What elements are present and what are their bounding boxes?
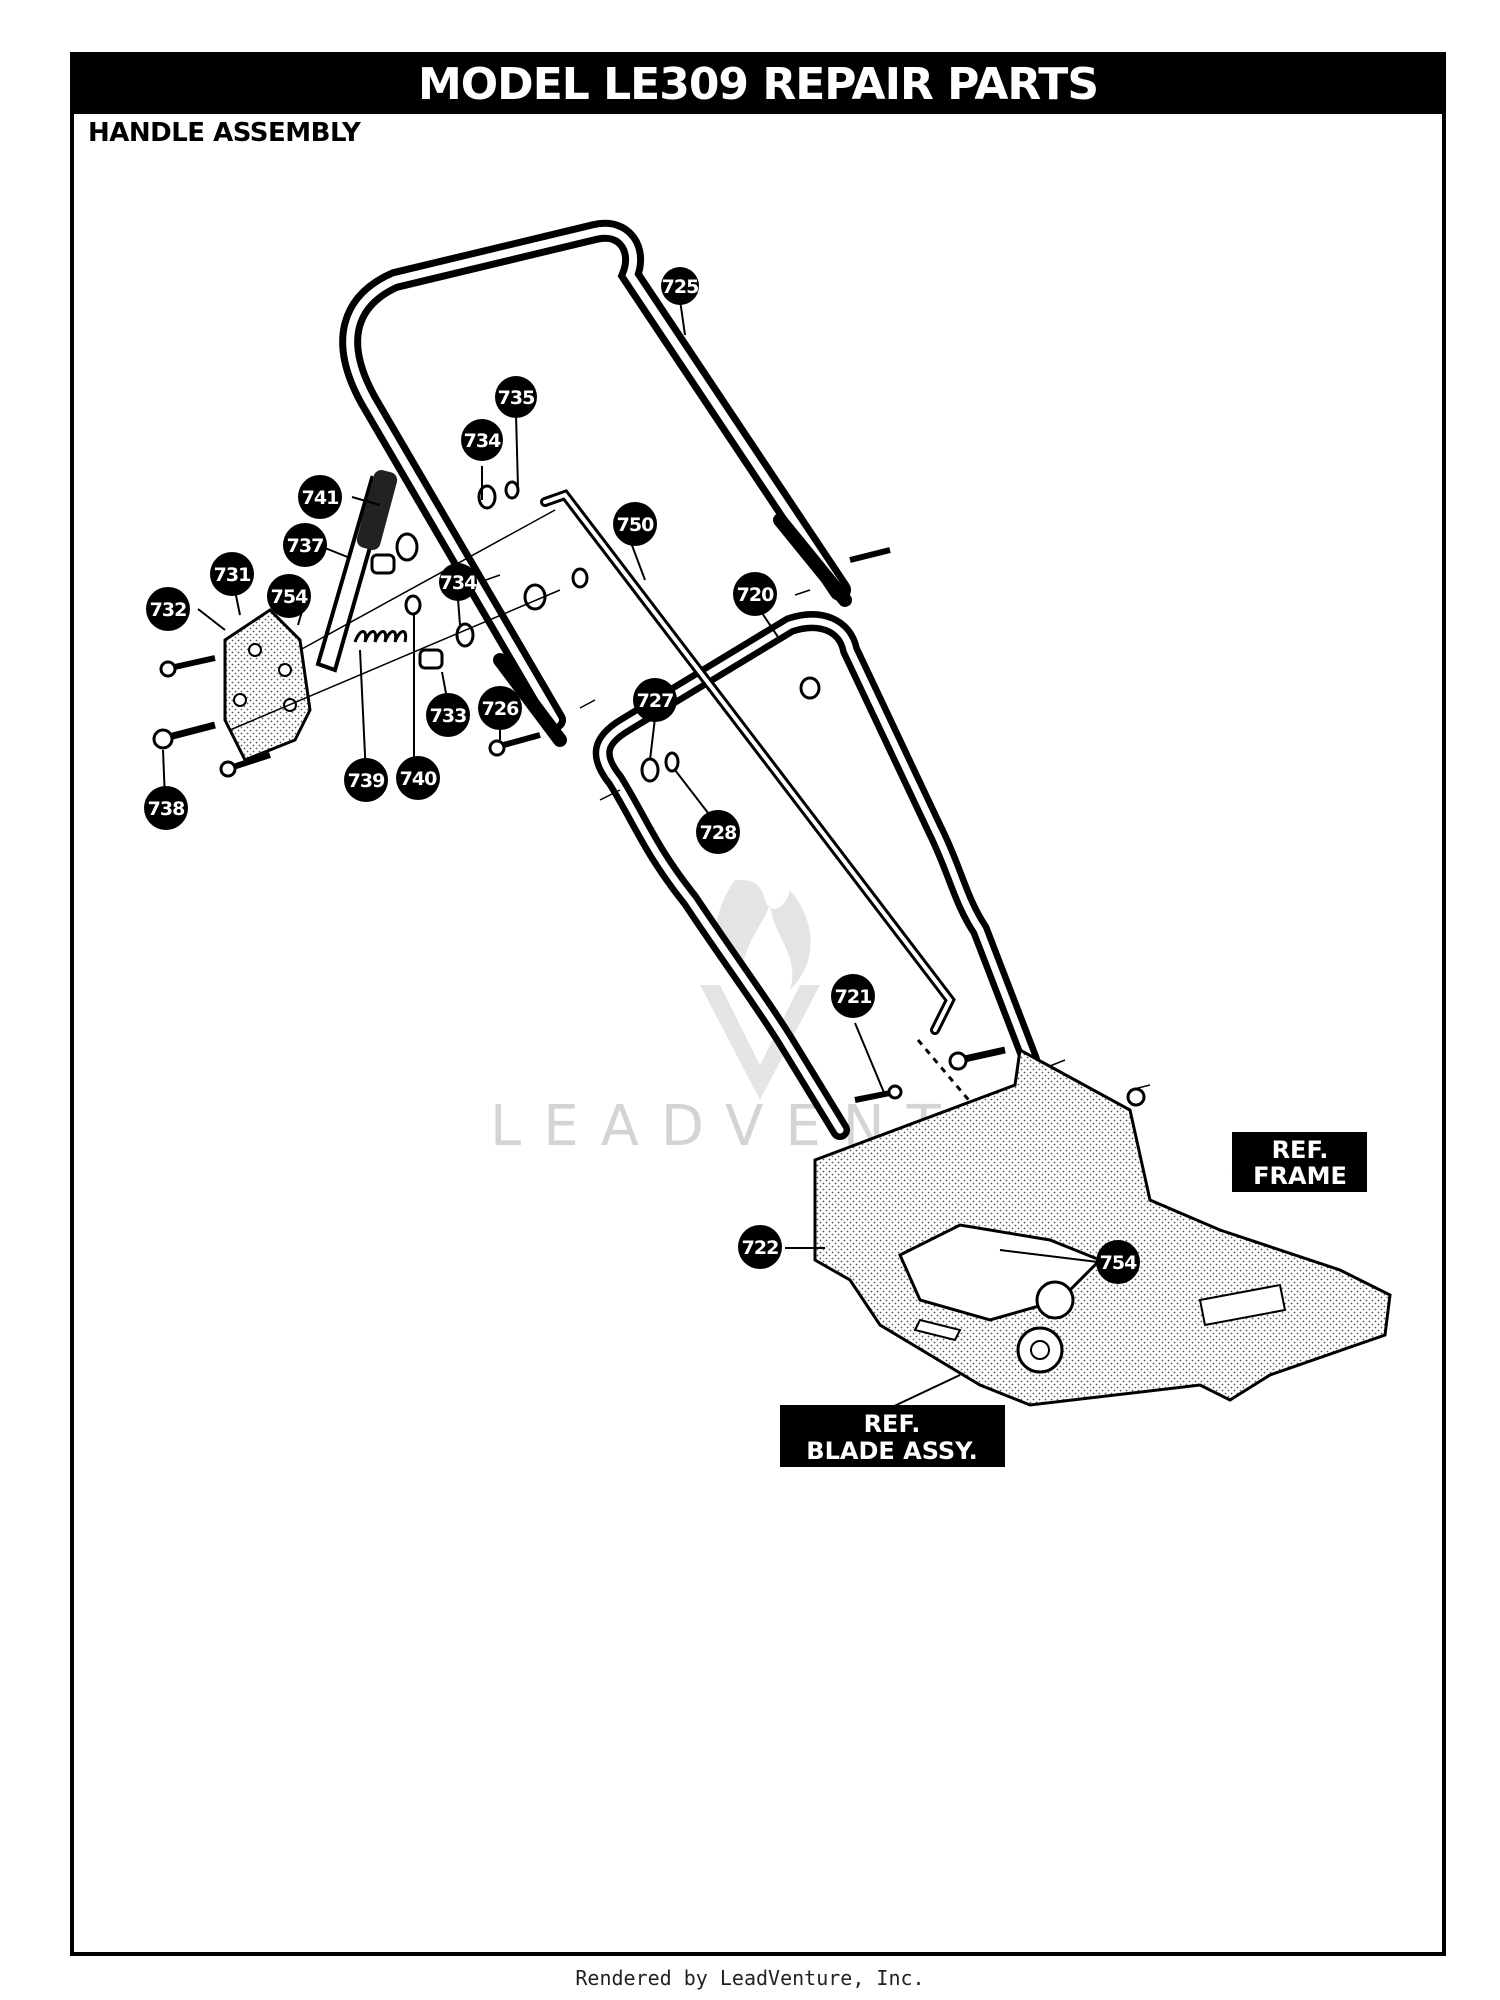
ref-frame-line1: REF. <box>1272 1136 1329 1164</box>
height-lever <box>315 470 398 673</box>
side-plate <box>223 608 312 762</box>
svg-text:720: 720 <box>737 584 774 606</box>
ref-blade-line1: REF. <box>864 1410 921 1438</box>
callout-735: 735 <box>495 376 537 418</box>
callout-740: 740 <box>396 756 440 800</box>
svg-text:750: 750 <box>617 514 654 536</box>
svg-text:754: 754 <box>271 586 308 608</box>
svg-text:754: 754 <box>1100 1252 1137 1274</box>
callout-741: 741 <box>298 475 342 519</box>
callout-731: 731 <box>210 552 254 596</box>
callout-734-lower: 734 <box>439 563 478 601</box>
ref-frame-line2: FRAME <box>1253 1162 1347 1190</box>
svg-text:728: 728 <box>700 822 737 844</box>
svg-text:734: 734 <box>464 430 501 452</box>
callout-727: 727 <box>633 678 677 722</box>
section-title: HANDLE ASSEMBLY <box>88 118 361 148</box>
svg-text:727: 727 <box>637 690 674 712</box>
svg-text:721: 721 <box>835 986 872 1008</box>
page-frame: MODEL LE309 REPAIR PARTS HANDLE ASSEMBLY <box>70 52 1446 1956</box>
control-rod <box>540 489 956 1035</box>
footer-credit: Rendered by LeadVenture, Inc. <box>575 1966 925 1990</box>
svg-text:726: 726 <box>482 698 519 720</box>
svg-text:733: 733 <box>430 705 467 727</box>
svg-text:725: 725 <box>662 276 699 298</box>
svg-text:739: 739 <box>348 770 385 792</box>
callout-722: 722 <box>738 1225 782 1269</box>
callout-738: 738 <box>144 786 188 830</box>
callout-733: 733 <box>426 693 470 737</box>
callout-728: 728 <box>696 810 740 854</box>
svg-text:737: 737 <box>287 535 324 557</box>
upper-handle <box>339 219 852 747</box>
svg-text:738: 738 <box>148 798 185 820</box>
svg-text:741: 741 <box>302 487 339 509</box>
callout-leaders <box>162 299 1099 1263</box>
svg-text:731: 731 <box>214 564 251 586</box>
callout-732: 732 <box>146 587 190 631</box>
svg-text:735: 735 <box>498 387 535 409</box>
callout-725: 725 <box>661 267 699 305</box>
ref-blade-label: REF. BLADE ASSY. <box>780 1374 1005 1467</box>
lower-handle <box>592 611 1040 1140</box>
callout-754-lower: 754 <box>1096 1240 1140 1284</box>
svg-text:722: 722 <box>742 1237 779 1259</box>
ref-blade-line2: BLADE ASSY. <box>806 1437 977 1465</box>
callout-750: 750 <box>613 502 657 546</box>
frame-assembly <box>813 1047 1392 1407</box>
svg-text:734: 734 <box>440 572 477 594</box>
ref-frame-label: REF. FRAME <box>1231 1132 1367 1192</box>
spring <box>353 630 408 643</box>
callout-734-upper: 734 <box>461 419 503 461</box>
callout-721: 721 <box>831 974 875 1018</box>
callout-726: 726 <box>478 686 522 730</box>
page-title: MODEL LE309 REPAIR PARTS <box>74 56 1442 114</box>
svg-text:740: 740 <box>400 768 437 790</box>
callout-754-upper: 754 <box>267 574 311 618</box>
svg-text:732: 732 <box>150 599 187 621</box>
callout-720: 720 <box>733 572 777 616</box>
callout-739: 739 <box>344 758 388 802</box>
callout-737: 737 <box>283 523 327 567</box>
